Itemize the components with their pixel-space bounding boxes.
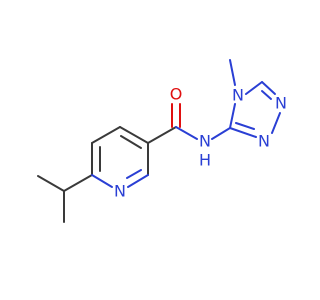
bond-n4-methyl [229, 59, 236, 86]
bond-c4-c3-inner [120, 135, 142, 149]
bond-n-triazole [211, 127, 231, 140]
bond-c5-n1 [261, 81, 276, 95]
bond-c4-c3 [119, 126, 149, 144]
bond-c2-n1 [127, 174, 149, 188]
atom-n-amide: N [199, 132, 211, 151]
molecule-diagram: O N H N N N N [37, 59, 287, 223]
bond-carbonyl-n [175, 126, 198, 140]
atom-n-triazole-2: N [258, 132, 270, 151]
atom-n-pyridine: N [114, 182, 126, 201]
bond-ch-ch3-top [37, 175, 65, 192]
atom-h-amide: H [199, 151, 211, 170]
bond-c3-n4 [229, 103, 236, 129]
bond-c5-n1-inner [261, 90, 272, 100]
bond-n1-n2 [271, 112, 281, 134]
bond-c5-c4 [91, 126, 121, 144]
amide-group [147, 103, 231, 144]
atom-o: O [170, 85, 183, 104]
bond-n4-c5 [245, 81, 263, 95]
atom-n-triazole-1: N [275, 94, 287, 113]
bond-n2-c3 [229, 127, 257, 138]
bond-n2-c3-inner [235, 122, 255, 130]
bond-ch-ring [63, 174, 93, 192]
bond-n1-c6 [91, 174, 113, 188]
bond-ring-carbonyl [147, 126, 177, 144]
bond-c2-n1-inner [126, 169, 142, 179]
triazole-ring [229, 59, 281, 138]
isopropyl-group [37, 174, 93, 223]
pyridine-ring [91, 126, 149, 188]
atom-n-triazole-4: N [232, 86, 244, 105]
